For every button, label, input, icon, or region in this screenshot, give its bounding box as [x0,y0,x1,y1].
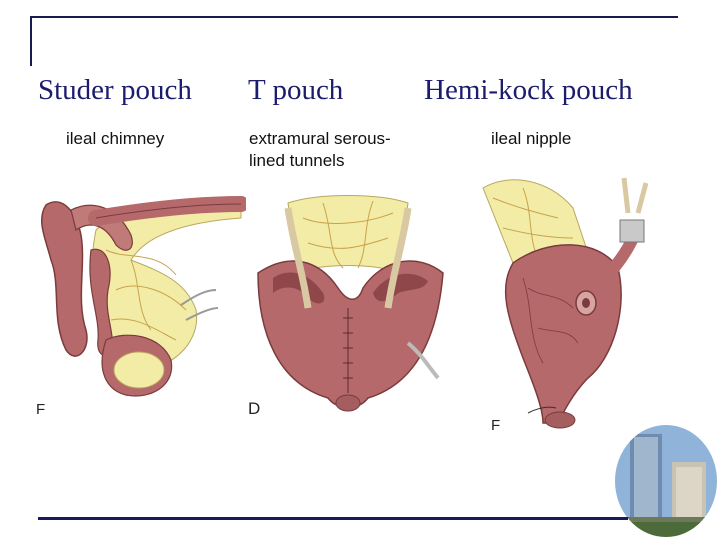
caption-extramural-tunnels: extramural serous-lined tunnels [249,128,439,172]
studer-pouch-illustration [36,190,246,400]
caption-ileal-chimney: ileal chimney [66,128,164,150]
panel-letter-hemi: F [491,417,500,434]
hemi-kock-pouch-illustration [478,168,678,433]
title-studer-pouch: Studer pouch [38,74,192,107]
left-rule [30,16,32,66]
caption-line-2: lined tunnels [249,151,344,170]
caption-text: ileal nipple [491,129,571,148]
title-t-pouch: T pouch [248,74,343,107]
panel-letter-t: D [248,399,260,419]
panel-letter-studer: F [36,401,45,418]
caption-ileal-nipple: ileal nipple [491,128,571,150]
title-hemi-kock-pouch: Hemi-kock pouch [424,74,633,107]
top-rule [30,16,678,18]
bottom-rule [38,517,628,520]
caption-text: ileal chimney [66,129,164,148]
caption-line-1: extramural serous- [249,129,391,148]
t-pouch-illustration [248,193,448,418]
building-photo [612,422,720,540]
